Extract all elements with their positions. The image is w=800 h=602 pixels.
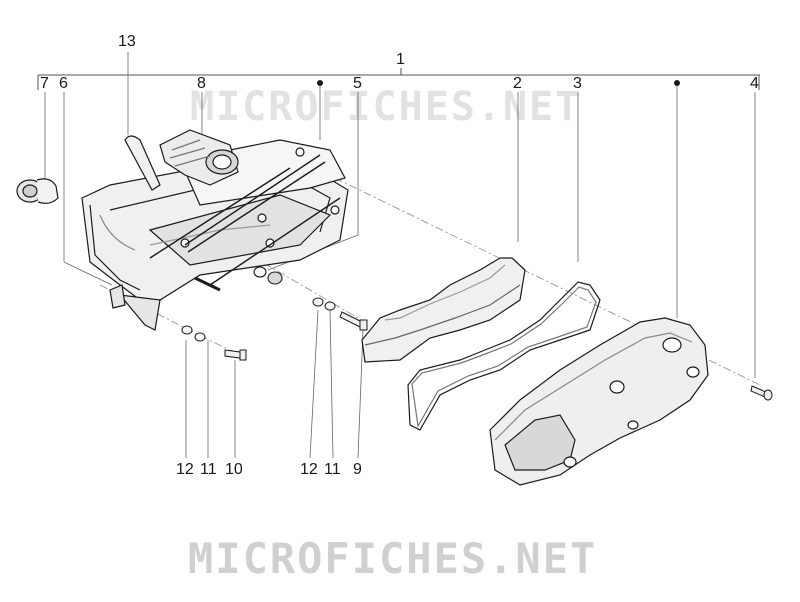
watermark-top: MICROFICHES.NET xyxy=(190,84,582,130)
screw-part-10 xyxy=(224,349,247,361)
callout-4: 4 xyxy=(750,75,759,92)
bracket-dot-right xyxy=(674,80,680,86)
callout-12-left: 12 xyxy=(176,461,194,478)
callout-7: 7 xyxy=(40,75,49,92)
screw-part-4 xyxy=(750,385,773,401)
intake-duct-part-13 xyxy=(124,129,239,191)
callout-3: 3 xyxy=(573,75,582,92)
callout-13: 13 xyxy=(118,33,136,50)
callout-11-left: 11 xyxy=(200,461,217,478)
callout-2: 2 xyxy=(513,75,522,92)
filter-element-part-2 xyxy=(361,257,526,363)
callout-9: 9 xyxy=(353,461,362,478)
assembly-bracket xyxy=(37,68,760,90)
screw-part-9 xyxy=(339,311,368,331)
intake-elbow-part-7 xyxy=(16,178,59,204)
grommet-part-5 xyxy=(253,266,283,285)
watermark-bottom: MICROFICHES.NET xyxy=(188,534,598,583)
callout-5: 5 xyxy=(353,75,362,92)
filter-cover-part-1 xyxy=(489,317,709,486)
callout-11-right: 11 xyxy=(324,461,341,478)
callout-10: 10 xyxy=(225,461,243,478)
bracket-dot-left xyxy=(317,80,323,86)
callout-8: 8 xyxy=(197,75,206,92)
gasket-part-3 xyxy=(407,281,601,431)
callout-12-right: 12 xyxy=(300,461,318,478)
callout-1: 1 xyxy=(396,51,405,68)
frame-rods-part-8 xyxy=(149,154,341,286)
callout-6: 6 xyxy=(59,75,68,92)
washers-part-11-12 xyxy=(181,297,336,342)
